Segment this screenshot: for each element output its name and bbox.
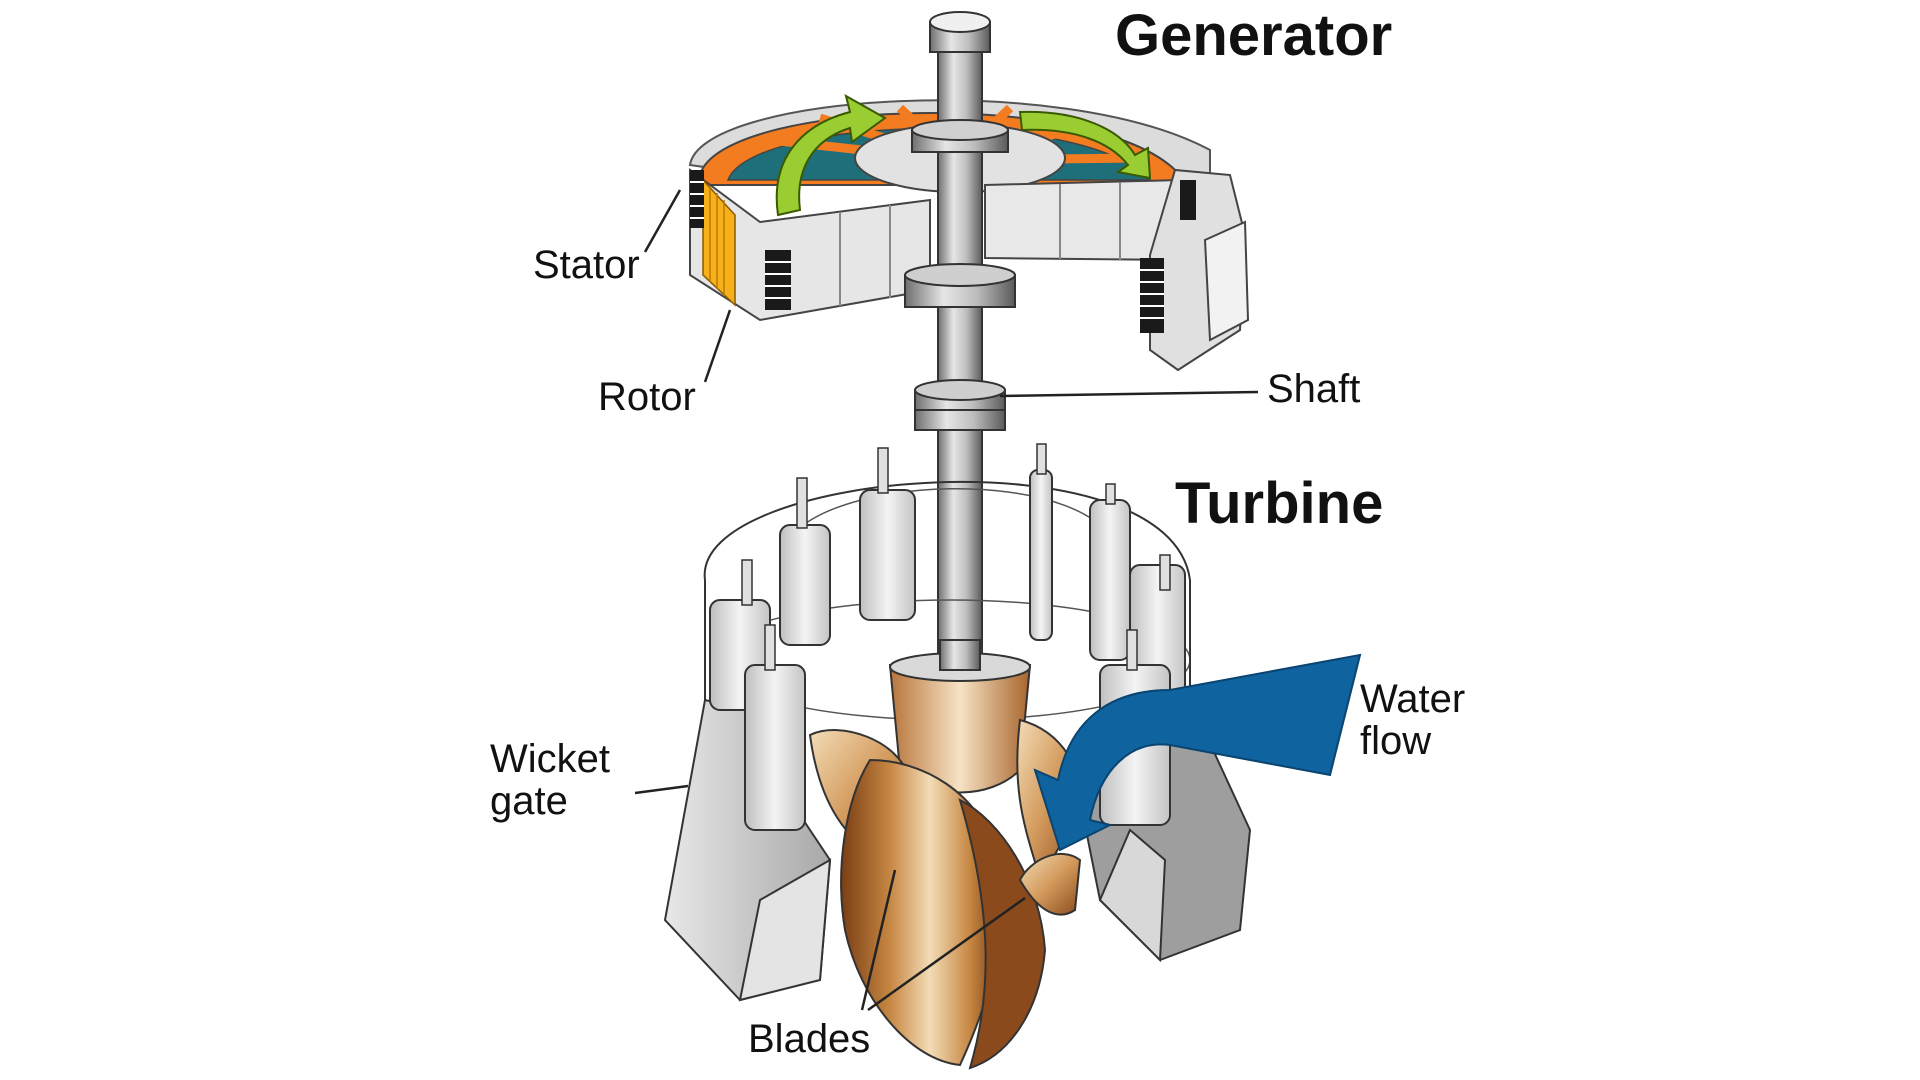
rotor-lamination-lines [709,186,725,296]
turbine-blade [958,798,1047,1070]
stator-panel-lines [839,205,891,306]
shaft [904,11,1016,713]
turbine-blades [808,718,1082,1070]
turbine-title: Turbine [1175,471,1384,536]
leader-lines [634,189,1259,1012]
slot-lines [1140,269,1164,319]
wicket-gates-back [779,443,1186,696]
wicket-gate-label: Wicket gate [490,737,610,823]
stator-label: Stator [533,243,640,287]
generator-title: Generator [1115,3,1393,68]
water-flow-arrow-icon [1033,653,1362,852]
leader-wicket-gate [634,784,689,795]
leader-rotor [703,309,732,383]
turbine [663,443,1362,1070]
rotation-arrow-icon [775,93,887,217]
blades-label: Blades [748,1017,871,1061]
turbine-base-left-face [738,858,832,1002]
slot-lines [690,181,791,299]
stator-panel-lines [1059,182,1121,260]
turbine-base-right-face [1098,828,1167,963]
water-flow-label: Water flow [1360,677,1466,763]
stator-segment-right [984,178,1181,262]
stator-end-plate [1203,220,1250,342]
stator-winding-slots [690,170,791,310]
rotor-label: Rotor [598,375,696,419]
leader-blades-2 [867,896,1026,1012]
turbine-housing-outline [703,480,1191,581]
rotation-arrow-icon [1018,110,1152,180]
leader-stator [643,189,682,253]
leader-shaft [999,390,1259,398]
shaft-label: Shaft [1267,367,1361,411]
leader-blades-1 [860,869,897,1011]
turbine-blade [1018,853,1082,916]
